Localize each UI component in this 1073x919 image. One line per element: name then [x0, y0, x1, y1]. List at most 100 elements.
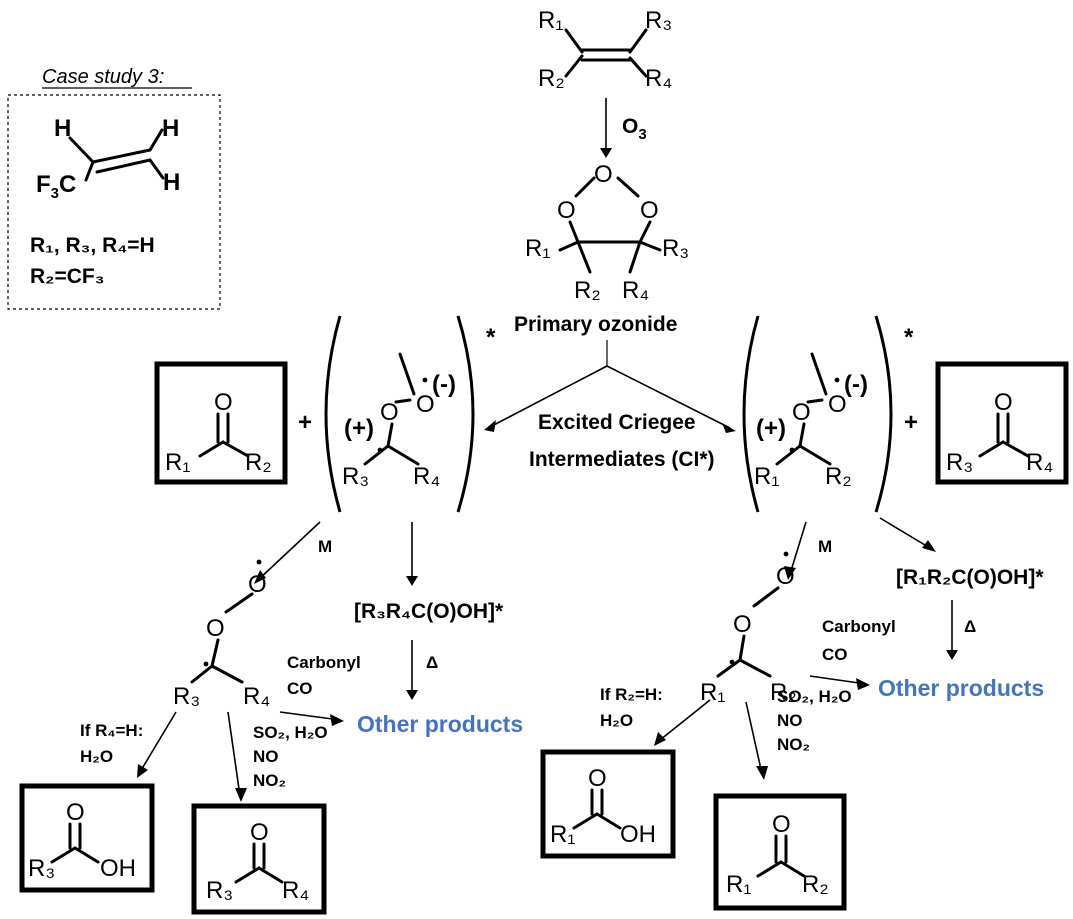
left-carbonyl-label: Carbonyl [287, 653, 361, 672]
ozonide-r2: R₂ [574, 277, 601, 304]
right-acid-product: O R₁ OH [540, 749, 676, 859]
left-m-label: M [318, 537, 332, 556]
right-criegee-intermediate: * O (-) O (+) R₁ R₂ [742, 315, 914, 513]
left-no2: NO₂ [253, 771, 286, 790]
alkene-r4: R₄ [645, 65, 672, 92]
right-bk-r2: R₂ [802, 871, 829, 898]
left-if-r4-h: If R₄=H: [80, 721, 143, 740]
case-h-1: H [54, 115, 71, 142]
right-so2-h2o: SO₂, H₂O [777, 687, 852, 706]
right-other-products: Other products [878, 675, 1044, 701]
primary-ozonide: O O O R₁ R₃ R₂ R₄ Primary ozonide [514, 161, 689, 336]
plus-right: + [904, 409, 918, 436]
left-delta: Δ [426, 653, 438, 672]
left-carbonyl-product: O R₁ R₂ [154, 361, 288, 485]
alkene-r3: R₃ [645, 7, 672, 34]
alkene-r2: R₂ [538, 65, 565, 92]
left-stabilized-ci: O O R₃ R₄ [173, 559, 270, 710]
left-acid-r3: R₃ [28, 855, 55, 882]
right-ketone-r4: R₄ [1026, 449, 1053, 476]
right-sci-o-top: O [776, 563, 795, 590]
right-acid-o: O [588, 765, 607, 792]
case-f3c: F3C [36, 171, 76, 202]
left-other-products: Other products [357, 711, 523, 737]
alkene: R₁ R₃ R₂ R₄ [538, 7, 672, 92]
right-sci-r1: R₁ [700, 679, 725, 706]
right-ci-o-top: O [828, 391, 847, 418]
left-ci-star: * [486, 324, 496, 351]
alkene-r1: R₁ [538, 7, 563, 34]
right-ketone-r3: R₃ [946, 449, 973, 476]
left-ci-o: O [380, 399, 399, 426]
right-m-label: M [818, 537, 832, 556]
left-ketone-r1: R₁ [165, 449, 190, 476]
left-no: NO [253, 747, 279, 766]
right-ketone-o: O [994, 389, 1013, 416]
primary-ozonide-label: Primary ozonide [514, 313, 677, 336]
left-sci-o: O [206, 615, 225, 642]
right-h2o: H₂O [600, 711, 633, 730]
ozonide-r3: R₃ [662, 235, 689, 262]
right-if-r2-h: If R₂=H: [600, 685, 663, 704]
left-ci-o-top: O [416, 391, 435, 418]
right-acid-r1: R₁ [550, 821, 575, 848]
left-h2o: H₂O [80, 747, 113, 766]
left-ci-plus: (+) [344, 415, 374, 442]
right-ci-r2: R₂ [825, 463, 852, 490]
right-sci-o: O [733, 611, 752, 638]
ozone-label: O3 [622, 115, 647, 143]
right-acid-oh: OH [620, 821, 656, 848]
case-study-box [7, 94, 221, 310]
right-bk-r1: R₁ [726, 871, 751, 898]
right-carbonyl-label: Carbonyl [822, 617, 896, 636]
right-ci-plus: (+) [756, 415, 786, 442]
right-ci-star: * [904, 324, 914, 351]
right-carbonyl-product: O R₃ R₄ [935, 361, 1069, 485]
left-ketone-r2: R₂ [245, 449, 272, 476]
right-delta: Δ [964, 617, 976, 636]
left-ci-r3: R₃ [342, 463, 369, 490]
right-ci-r1: R₁ [754, 463, 779, 490]
right-stabilized-ci: O O R₁ R₂ [700, 551, 797, 706]
case-h-2: H [162, 115, 179, 142]
right-no: NO [777, 711, 803, 730]
case-h-3: H [163, 169, 180, 196]
left-sci-o-top: O [248, 571, 267, 598]
left-ketone-product-bottom: O R₃ R₄ [191, 803, 327, 915]
plus-left: + [298, 409, 312, 436]
left-acid-o: O [66, 799, 85, 826]
right-ketone-product-bottom: O R₁ R₂ [713, 793, 847, 911]
left-ci-minus: (-) [432, 371, 456, 398]
case-r-line-2: R₂=CF₃ [30, 265, 104, 288]
right-acid-intermediate: [R₁R₂C(O)OH]* [896, 566, 1044, 589]
right-sci-r2: R₂ [770, 679, 797, 706]
left-ketone-o: O [214, 389, 233, 416]
left-so2-h2o: SO₂, H₂O [253, 723, 328, 742]
left-criegee-intermediate: * O (-) O (+) R₃ R₄ [324, 315, 496, 513]
case-r-line-1: R₁, R₃, R₄=H [30, 234, 155, 257]
left-bk-o: O [250, 819, 269, 846]
left-sci-r4: R₄ [243, 683, 270, 710]
left-bk-r3: R₃ [206, 877, 233, 904]
left-acid-product: O R₃ OH [19, 783, 155, 893]
left-sci-r3: R₃ [173, 683, 200, 710]
ozonide-r1: R₁ [525, 235, 550, 262]
left-acid-oh: OH [100, 855, 136, 882]
ozonide-o-right: O [640, 197, 659, 224]
case-study-title: Case study 3: [42, 66, 164, 88]
ozonide-r4: R₄ [622, 277, 649, 304]
left-bk-r4: R₄ [282, 877, 309, 904]
left-co-label: CO [287, 679, 313, 698]
case-study-panel: Case study 3: H H H F3C R₁, R₃, R₄=H R₂=… [7, 66, 221, 310]
ozonide-o-top: O [594, 161, 613, 188]
right-bk-o: O [772, 811, 791, 838]
right-ci-minus: (-) [844, 371, 868, 398]
right-ci-o: O [792, 399, 811, 426]
right-no2: NO₂ [777, 735, 810, 754]
excited-label-1: Excited Criegee [538, 411, 696, 434]
ozonide-o-left: O [557, 197, 576, 224]
left-ci-r4: R₄ [413, 463, 440, 490]
excited-label-2: Intermediates (CI*) [529, 448, 715, 471]
right-co-label: CO [822, 645, 848, 664]
